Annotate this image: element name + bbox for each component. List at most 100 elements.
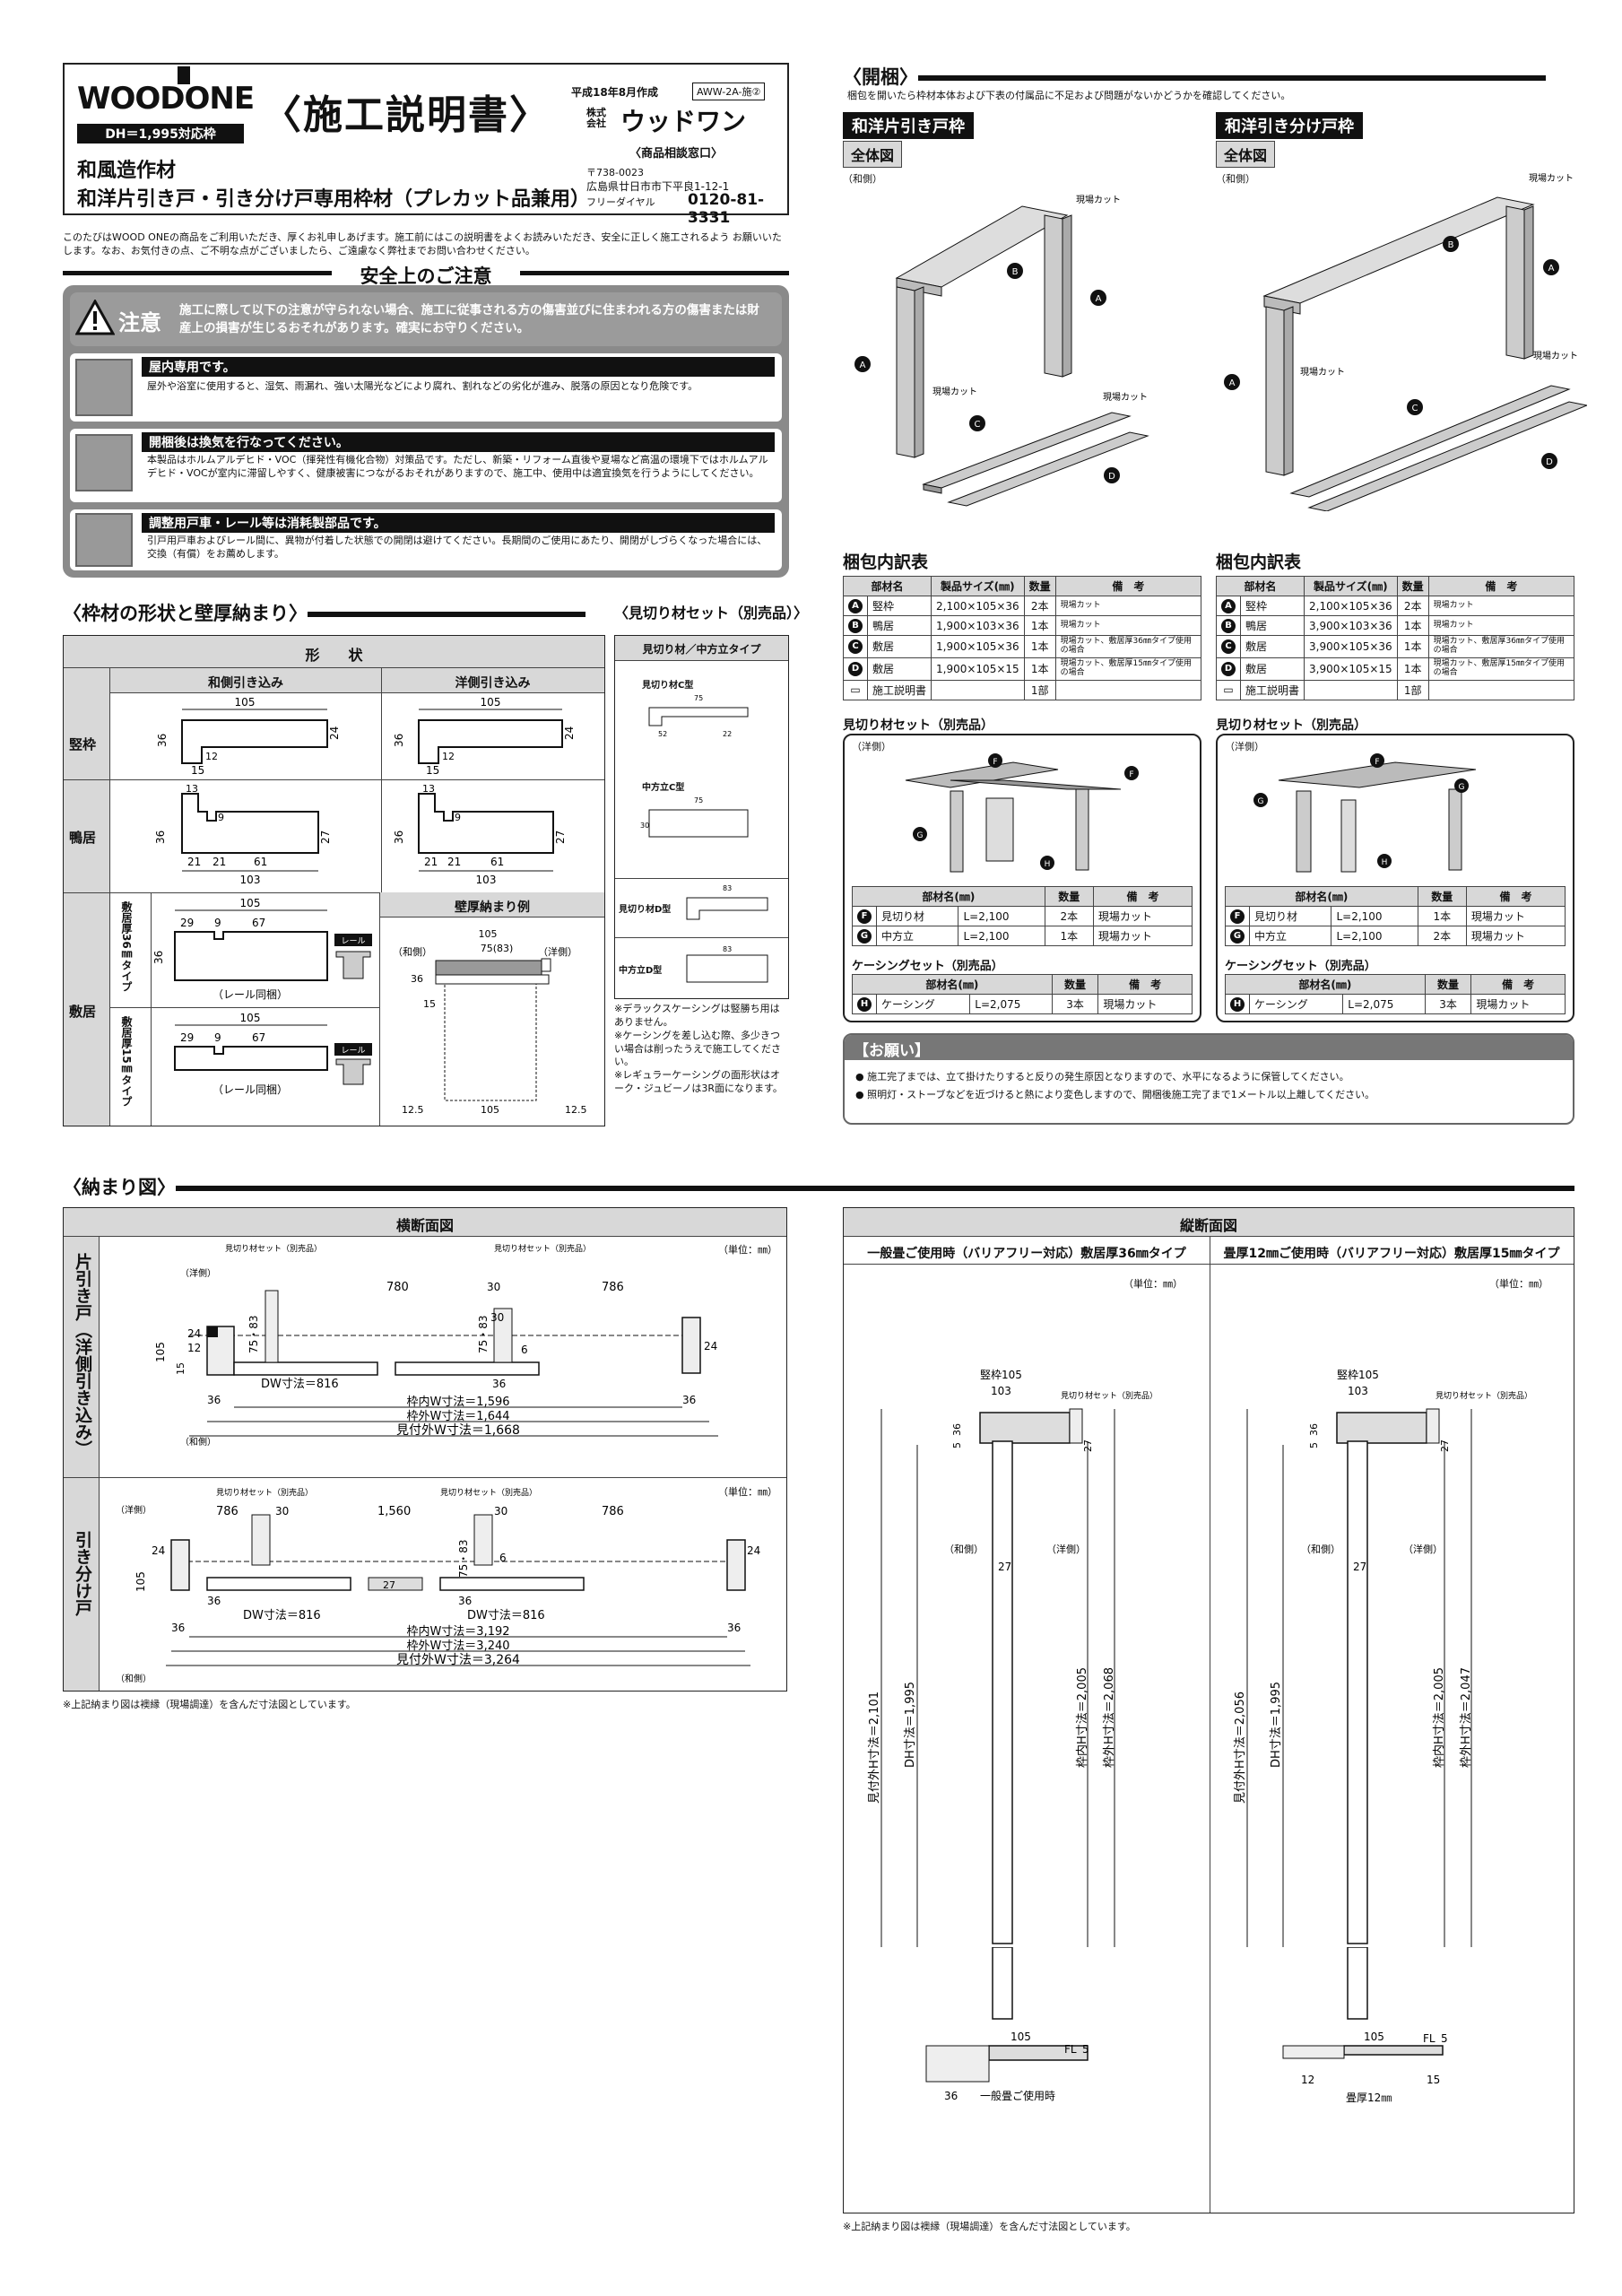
brand-sub: DH＝1,995対応枠 xyxy=(77,124,244,144)
part-letter-icon: F xyxy=(857,909,872,924)
svg-text:A: A xyxy=(860,361,866,370)
osamari-section-title: 〈納まり図〉 xyxy=(63,1173,1574,1200)
part-letter-icon: B xyxy=(1221,619,1236,633)
svg-text:36: 36 xyxy=(152,951,165,964)
set-col-header: 部材名(㎜) xyxy=(852,974,1053,995)
svg-text:786: 786 xyxy=(216,1505,239,1518)
svg-text:22: 22 xyxy=(723,730,732,738)
brand-name: WOODONE xyxy=(77,81,255,117)
svg-text:一般畳ご使用時: 一般畳ご使用時 xyxy=(980,2089,1055,2102)
svg-text:A: A xyxy=(1096,294,1102,304)
freedial-number: 0120-81-3331 xyxy=(688,191,765,227)
svg-text:103: 103 xyxy=(991,1385,1011,1397)
nakahodate-d-drawing: 83 xyxy=(686,945,768,983)
svg-text:現場カット: 現場カット xyxy=(1300,366,1345,378)
svg-text:780: 780 xyxy=(386,1281,409,1294)
svg-text:36: 36 xyxy=(458,1595,472,1607)
svg-text:27: 27 xyxy=(1353,1561,1366,1573)
svg-text:36: 36 xyxy=(951,1423,963,1436)
mikiri-notes: ※デラックスケーシングは竪勝ち用はありません。 ※ケーシングを差し込む際、多少き… xyxy=(614,1003,783,1095)
svg-text:DW寸法＝816: DW寸法＝816 xyxy=(243,1609,321,1622)
svg-text:67: 67 xyxy=(252,1031,265,1044)
svg-text:786: 786 xyxy=(602,1281,624,1294)
svg-text:24: 24 xyxy=(704,1340,717,1352)
svg-text:75(83): 75(83) xyxy=(481,943,514,954)
svg-text:C: C xyxy=(975,420,981,430)
svg-text:13: 13 xyxy=(422,783,435,795)
tate-36-bottom-drawing: 105 FL 5 36 一般畳ご使用時 xyxy=(925,1947,1089,2102)
set-col-header: 数量 xyxy=(1424,974,1472,995)
mikiri-set-title-right: 見切り材セット（別売品） xyxy=(1216,718,1366,733)
svg-text:A: A xyxy=(1548,264,1555,274)
svg-text:36: 36 xyxy=(207,1595,221,1607)
katabiki-section-drawing: （単位：㎜） （洋側） （和側） 見切り材セット（別売品） 見切り材セット（別売… xyxy=(154,1243,777,1448)
svg-text:75・83: 75・83 xyxy=(457,1539,470,1578)
svg-text:27: 27 xyxy=(554,831,567,844)
svg-text:21: 21 xyxy=(213,856,226,868)
header-box: WOODONE DH＝1,995対応枠 〈施工説明書〉 平成18年8月作成 AW… xyxy=(63,63,789,227)
set-col-header: 備 考 xyxy=(1465,886,1566,907)
svg-text:5: 5 xyxy=(1082,2043,1089,2056)
svg-text:（和側）: （和側） xyxy=(393,946,432,958)
part-letter-icon: D xyxy=(1221,662,1236,677)
svg-text:75: 75 xyxy=(694,694,703,702)
kaikon-section-title: 〈開梱〉 xyxy=(843,63,1546,90)
tate-36-drawing: （単位：㎜） 竪枠105 103 見切り材セット（別売品） 36 5 27 （和… xyxy=(868,1277,1183,1947)
indoor-icon xyxy=(75,359,133,416)
svg-text:13: 13 xyxy=(186,783,198,795)
svg-text:12.5: 12.5 xyxy=(402,1104,424,1116)
kaikon-left: 和洋片引き戸枠 全体図 （和側） xyxy=(843,112,1201,187)
safety-title: 安全上のご注意 xyxy=(63,262,789,287)
svg-text:30: 30 xyxy=(275,1505,289,1518)
svg-text:（洋側）: （洋側） xyxy=(538,945,577,958)
doc-title: 〈施工説明書〉 xyxy=(262,92,551,138)
svg-text:（レール同梱）: （レール同梱） xyxy=(213,988,288,1001)
svg-text:83: 83 xyxy=(723,945,732,953)
svg-text:DW寸法＝816: DW寸法＝816 xyxy=(467,1609,545,1622)
svg-text:レール: レール xyxy=(341,937,365,946)
svg-text:105: 105 xyxy=(1364,2031,1384,2043)
svg-text:（洋側）: （洋側） xyxy=(1046,1543,1086,1555)
svg-text:27: 27 xyxy=(383,1579,395,1591)
freedial-label: フリーダイヤル xyxy=(586,196,655,208)
svg-text:D: D xyxy=(1546,457,1553,467)
svg-text:27: 27 xyxy=(998,1561,1011,1573)
contact-label: 〈商品相談窓口〉 xyxy=(629,147,724,161)
svg-text:1,560: 1,560 xyxy=(377,1505,411,1518)
set-col-header: 備 考 xyxy=(1097,974,1193,995)
svg-text:786: 786 xyxy=(602,1505,624,1518)
set-col-header: 数量 xyxy=(1051,974,1099,995)
svg-text:5: 5 xyxy=(951,1442,963,1448)
svg-text:現場カット: 現場カット xyxy=(932,386,977,397)
intro-text: このたびはWOOD ONEの商品をご利用いただき、厚くお礼申しあげます。施工前に… xyxy=(63,231,782,257)
svg-text:（和側）: （和側） xyxy=(1301,1544,1340,1555)
casing-title-left: ケーシングセット（別売品） xyxy=(852,960,1003,973)
pack-col-header: 数量 xyxy=(1396,576,1429,596)
svg-text:現場カット: 現場カット xyxy=(1529,172,1574,184)
part-letter-icon: F xyxy=(1230,909,1245,924)
svg-text:F: F xyxy=(993,758,997,767)
svg-text:24: 24 xyxy=(328,726,341,740)
svg-text:15: 15 xyxy=(423,998,436,1010)
svg-text:（和側）: （和側） xyxy=(180,1436,216,1448)
svg-text:105: 105 xyxy=(481,1104,499,1116)
katabiki-frame-drawing: A A B C D 現場カット 現場カット 現場カット xyxy=(854,194,1149,507)
svg-text:24: 24 xyxy=(187,1327,201,1340)
mikiri-section-title: 〈見切り材セット（別売品）〉 xyxy=(614,604,809,622)
svg-text:27: 27 xyxy=(1439,1439,1451,1452)
svg-text:レール: レール xyxy=(341,1047,365,1056)
svg-text:24: 24 xyxy=(563,726,576,740)
